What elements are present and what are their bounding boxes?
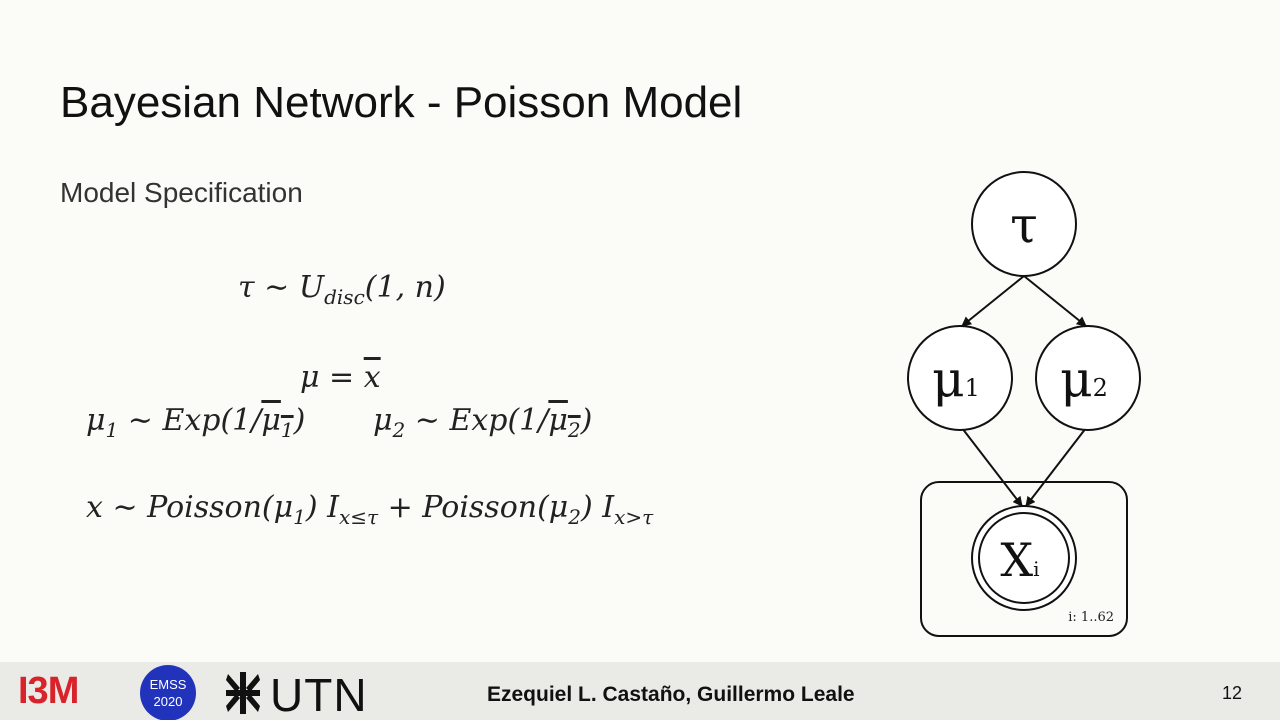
emss-2020-logo: EMSS 2020 [140,665,196,720]
i3m-logo: I3M [18,670,79,712]
node-xi-symbol: X [1000,533,1033,587]
eq-mu1-sub: 1 [105,418,119,442]
eq-mu1-bar: μ1 [261,403,293,442]
slide-title: Bayesian Network - Poisson Model [60,78,743,127]
equation-tau-prior: τ ∼ Udisc(1, n) [238,270,446,309]
eq-mu1-bar-sym: μ [261,403,281,438]
bayesian-network-diagram: τ μ1 μ2 Xi i: 1..62 [880,160,1160,650]
utn-emblem-icon [226,672,260,714]
eq-mu-text: μ = [300,360,364,395]
node-xi-inner [978,512,1070,604]
eq-mu2-lhs: μ [373,403,393,438]
eq-x-ind1: x≤τ [338,505,379,529]
eq-x-mid1: ) I [305,490,339,525]
eq-x-mid2: + Poisson(μ [378,490,569,525]
equation-mu-mean: μ = x [300,360,381,395]
eq-tau-lhs: τ ∼ [238,270,299,305]
eq-x-mid3: ) I [581,490,615,525]
footer-bar: I3M EMSS 2020 UTN Ezequiel L. Castaño, G… [0,662,1280,720]
eq-x-lhs: x ∼ Poisson(μ [86,490,294,525]
utn-logo-text: UTN [270,669,368,720]
eq-mu2-close: ) [580,403,593,438]
network-svg: τ μ1 μ2 Xi i: 1..62 [907,171,1141,637]
eq-tau-args: (1, n) [364,270,446,305]
node-tau-label: τ [1010,196,1038,254]
node-mu2-sub: 2 [1093,374,1108,402]
eq-mu-bar: x [363,360,381,395]
node-mu2-symbol: μ [1060,350,1093,408]
emss-logo-line2: 2020 [153,694,183,709]
node-mu1-sub: 1 [965,374,980,402]
page-number: 12 [1222,683,1243,703]
eq-mu2-bar-sub: 2 [567,418,581,442]
eq-x-sub1: 1 [293,505,306,529]
node-xi-label: Xi [1000,533,1039,587]
plate-label: i: 1..62 [1068,610,1114,625]
eq-mu1-rel: ∼ Exp(1/ [118,403,262,438]
equation-mu2-prior: μ2 ∼ Exp(1/μ2) [373,403,592,442]
edge-mu1-xi [961,427,1023,507]
emss-logo-line1: EMSS [149,677,187,692]
eq-mu1-close: ) [293,403,306,438]
eq-mu1-lhs: μ [86,403,106,438]
eq-x-ind2: x>τ [614,505,654,529]
eq-x-sub2: 2 [568,505,582,529]
node-mu1-label: μ1 [932,350,980,408]
eq-tau-sub: disc [324,285,365,309]
node-mu1 [907,325,1013,431]
slide-subtitle: Model Specification [60,177,303,208]
node-mu2 [1035,325,1141,431]
eq-mu2-rel: ∼ Exp(1/ [405,403,549,438]
node-mu2-label: μ2 [1060,350,1108,408]
node-xi-sub: i [1033,557,1039,581]
eq-mu2-sub: 2 [392,418,406,442]
edge-tau-mu1 [961,275,1025,327]
eq-mu1-bar-sub: 1 [280,418,294,442]
plate [920,481,1128,637]
edge-tau-mu2 [1023,275,1087,327]
eq-mu2-bar-sym: μ [548,403,568,438]
eq-mu2-bar: μ2 [548,403,580,442]
node-mu1-symbol: μ [932,350,965,408]
edge-mu2-xi [1025,427,1087,507]
equation-mu1-prior: μ1 ∼ Exp(1/μ1) [86,403,305,442]
node-xi-outer [971,505,1077,611]
equation-x-likelihood: x ∼ Poisson(μ1) Ix≤τ + Poisson(μ2) Ix>τ [86,490,653,529]
node-tau [971,171,1077,277]
eq-tau-dist: U [298,270,325,305]
footer-authors: Ezequiel L. Castaño, Guillermo Leale [487,683,855,706]
